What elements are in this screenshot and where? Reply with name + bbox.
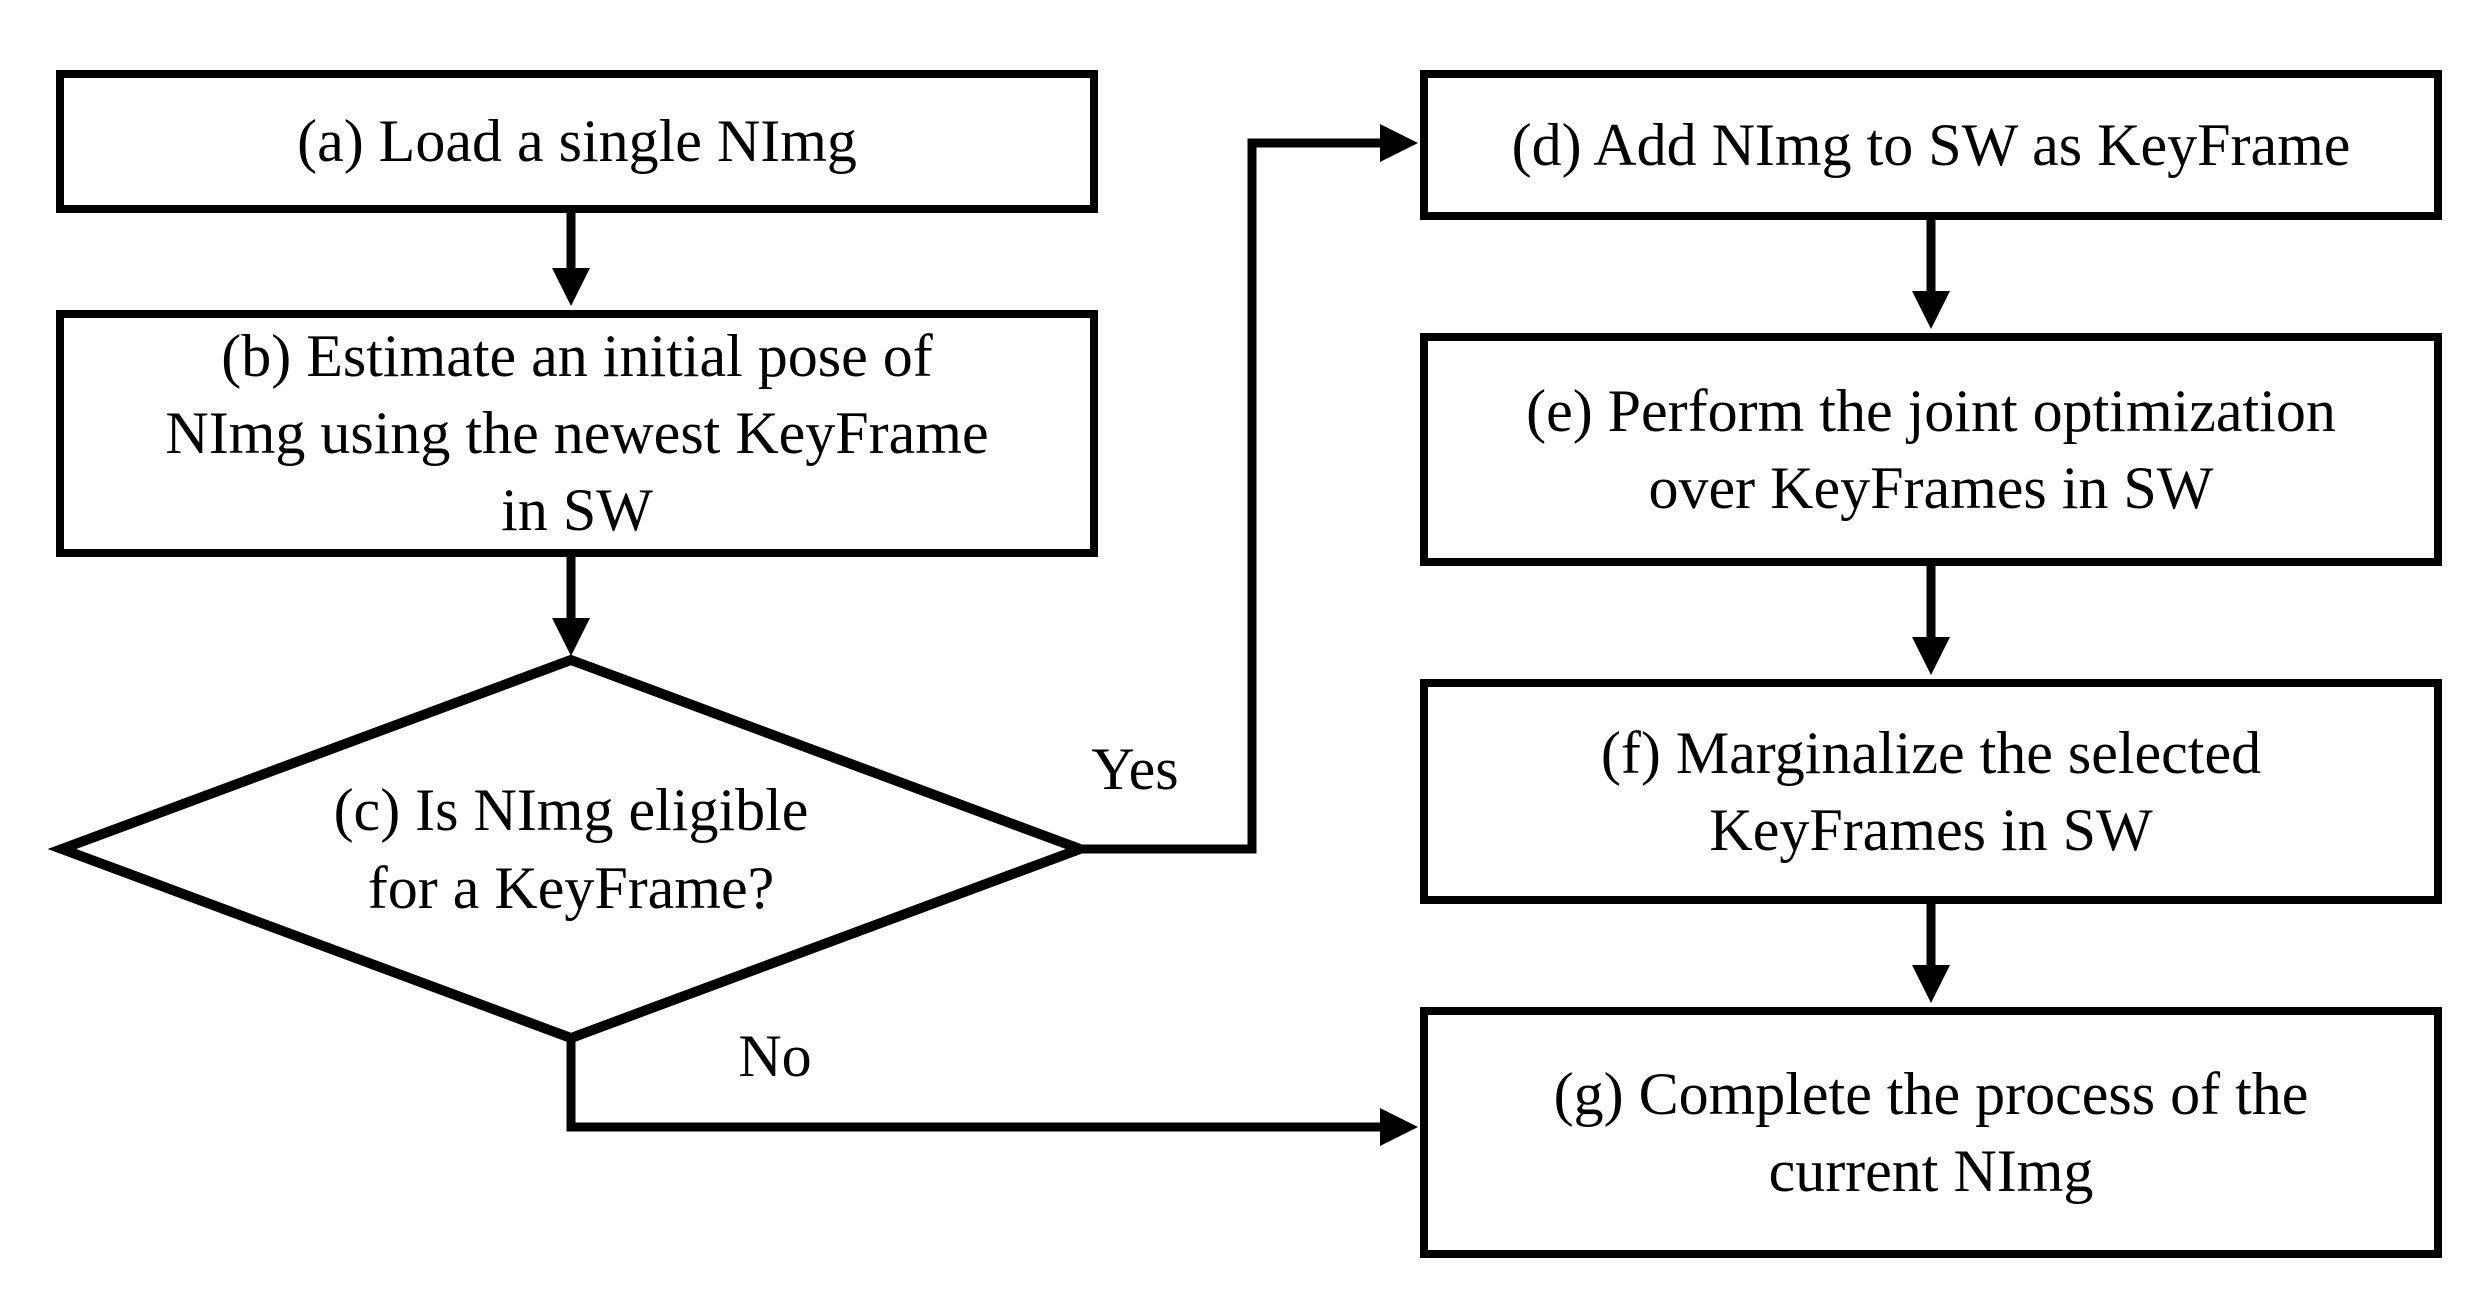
edge-f-to-g-arrowhead-icon (1912, 965, 1950, 1003)
node-a-load-nimg: (a) Load a single NImg (56, 70, 1098, 213)
edge-c-to-g-line (566, 1038, 1406, 1132)
no-label: No (738, 1022, 812, 1089)
edge-c-to-d-arrowhead-icon (1380, 124, 1418, 162)
yes-label: Yes (1091, 735, 1179, 802)
edge-b-to-c-arrowhead-icon (552, 618, 590, 656)
node-g-label: (g) Complete the process of the current … (1553, 1060, 2309, 1204)
node-b-label: (b) Estimate an initial pose of NImg usi… (165, 323, 989, 543)
edge-e-to-f-arrowhead-icon (1912, 637, 1950, 675)
edge-label-yes: Yes (1040, 731, 1230, 806)
edge-c-to-g-arrowhead-icon (1380, 1108, 1418, 1146)
edge-d-to-e-arrowhead-icon (1912, 291, 1950, 329)
node-f-label: (f) Marginalize the selected KeyFrames i… (1600, 719, 2262, 863)
node-e-joint-optimization: (e) Perform the joint optimization over … (1420, 333, 2442, 566)
node-d-label: (d) Add NImg to SW as KeyFrame (1511, 111, 2351, 178)
node-f-marginalize: (f) Marginalize the selected KeyFrames i… (1420, 679, 2442, 904)
edge-label-no: No (680, 1018, 870, 1093)
node-b-estimate-pose: (b) Estimate an initial pose of NImg usi… (56, 310, 1098, 557)
node-a-label: (a) Load a single NImg (297, 108, 857, 175)
node-c-keyframe-decision: (c) Is NImg eligible for a KeyFrame? (121, 739, 1021, 959)
node-e-label: (e) Perform the joint optimization over … (1526, 377, 2336, 521)
edge-a-to-b-arrowhead-icon (552, 268, 590, 306)
node-d-add-keyframe: (d) Add NImg to SW as KeyFrame (1420, 70, 2442, 220)
node-c-label: (c) Is NImg eligible for a KeyFrame? (333, 777, 809, 921)
edge-c-to-d-line (1080, 138, 1406, 854)
node-g-complete-process: (g) Complete the process of the current … (1420, 1007, 2442, 1258)
